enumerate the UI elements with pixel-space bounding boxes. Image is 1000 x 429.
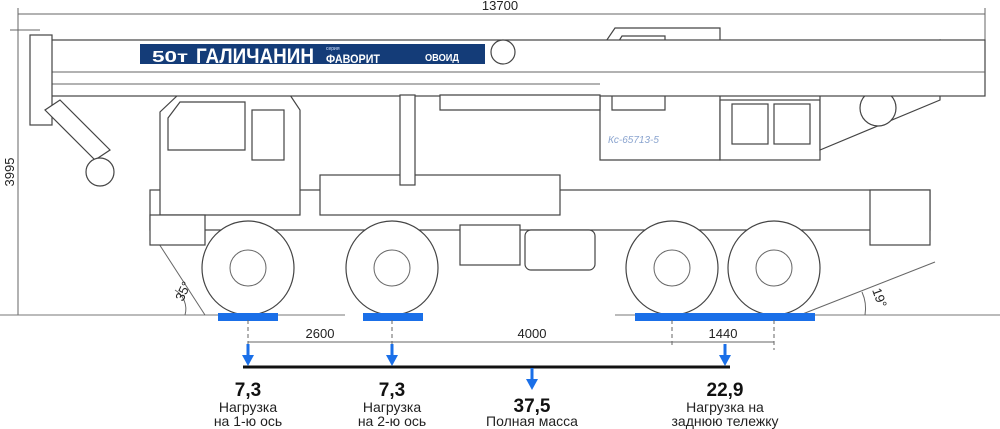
arrow-axle-1-icon	[242, 344, 254, 366]
svg-text:37,5: 37,5	[514, 396, 551, 417]
load-2: 7,3 Нагрузка на 2-ю ось	[358, 380, 426, 429]
overall-height-dimension: 3995	[2, 29, 40, 315]
svg-text:7,3: 7,3	[379, 380, 405, 401]
boom-brand: ГАЛИЧАНИН	[196, 45, 314, 68]
axle-spacing-dimensions: 2600 4000 1440	[247, 320, 775, 350]
wheel-axle-3	[625, 220, 719, 316]
arrow-rear-bogie-icon	[719, 344, 731, 366]
svg-text:Нагрузка на: Нагрузка на	[686, 399, 764, 415]
wheels	[201, 220, 821, 316]
svg-text:Нагрузка: Нагрузка	[363, 399, 421, 415]
boom-capacity: 50т	[152, 49, 188, 66]
overall-height-label: 3995	[2, 158, 17, 187]
arrow-total-icon	[526, 368, 538, 390]
load-rear-bogie: 22,9 Нагрузка на заднюю тележку	[671, 380, 778, 429]
load-1: 7,3 Нагрузка на 1-ю ось	[214, 380, 282, 429]
load-total: 37,5 Полная масса	[486, 396, 578, 429]
svg-text:Нагрузка: Нагрузка	[219, 399, 277, 415]
overall-length-dimension: 13700	[17, 0, 986, 45]
crane-boom: 50т ГАЛИЧАНИН серия ФАВОРИТ ОВОИД	[29, 34, 986, 187]
svg-text:серия: серия	[326, 46, 340, 52]
boom-series: ФАВОРИТ	[326, 52, 381, 66]
wheel-axle-2	[345, 220, 439, 316]
svg-text:35°: 35°	[172, 279, 194, 303]
svg-text:19°: 19°	[869, 286, 890, 310]
svg-text:на 2-ю ось: на 2-ю ось	[358, 413, 426, 429]
svg-text:на 1-ю ось: на 1-ю ось	[214, 413, 282, 429]
svg-text:Полная масса: Полная масса	[486, 413, 578, 429]
wheelbase-2-3: 4000	[518, 326, 547, 341]
svg-text:22,9: 22,9	[707, 380, 744, 401]
axle-contact-pads	[218, 313, 815, 321]
wheelbase-1-2: 2600	[306, 326, 335, 341]
load-arrows	[242, 344, 731, 390]
truck-cab	[149, 94, 301, 246]
svg-text:7,3: 7,3	[235, 380, 261, 401]
wheel-axle-1	[201, 220, 295, 316]
svg-text:заднюю тележку: заднюю тележку	[671, 413, 778, 429]
arrow-axle-2-icon	[386, 344, 398, 366]
cabin-model-label: Кс-65713-5	[608, 135, 659, 146]
wheelbase-3-4: 1440	[709, 326, 738, 341]
departure-angle: 19°	[799, 261, 936, 316]
wheel-axle-4	[727, 220, 821, 316]
overall-length-label: 13700	[482, 0, 518, 13]
boom-variant: ОВОИД	[425, 53, 459, 64]
